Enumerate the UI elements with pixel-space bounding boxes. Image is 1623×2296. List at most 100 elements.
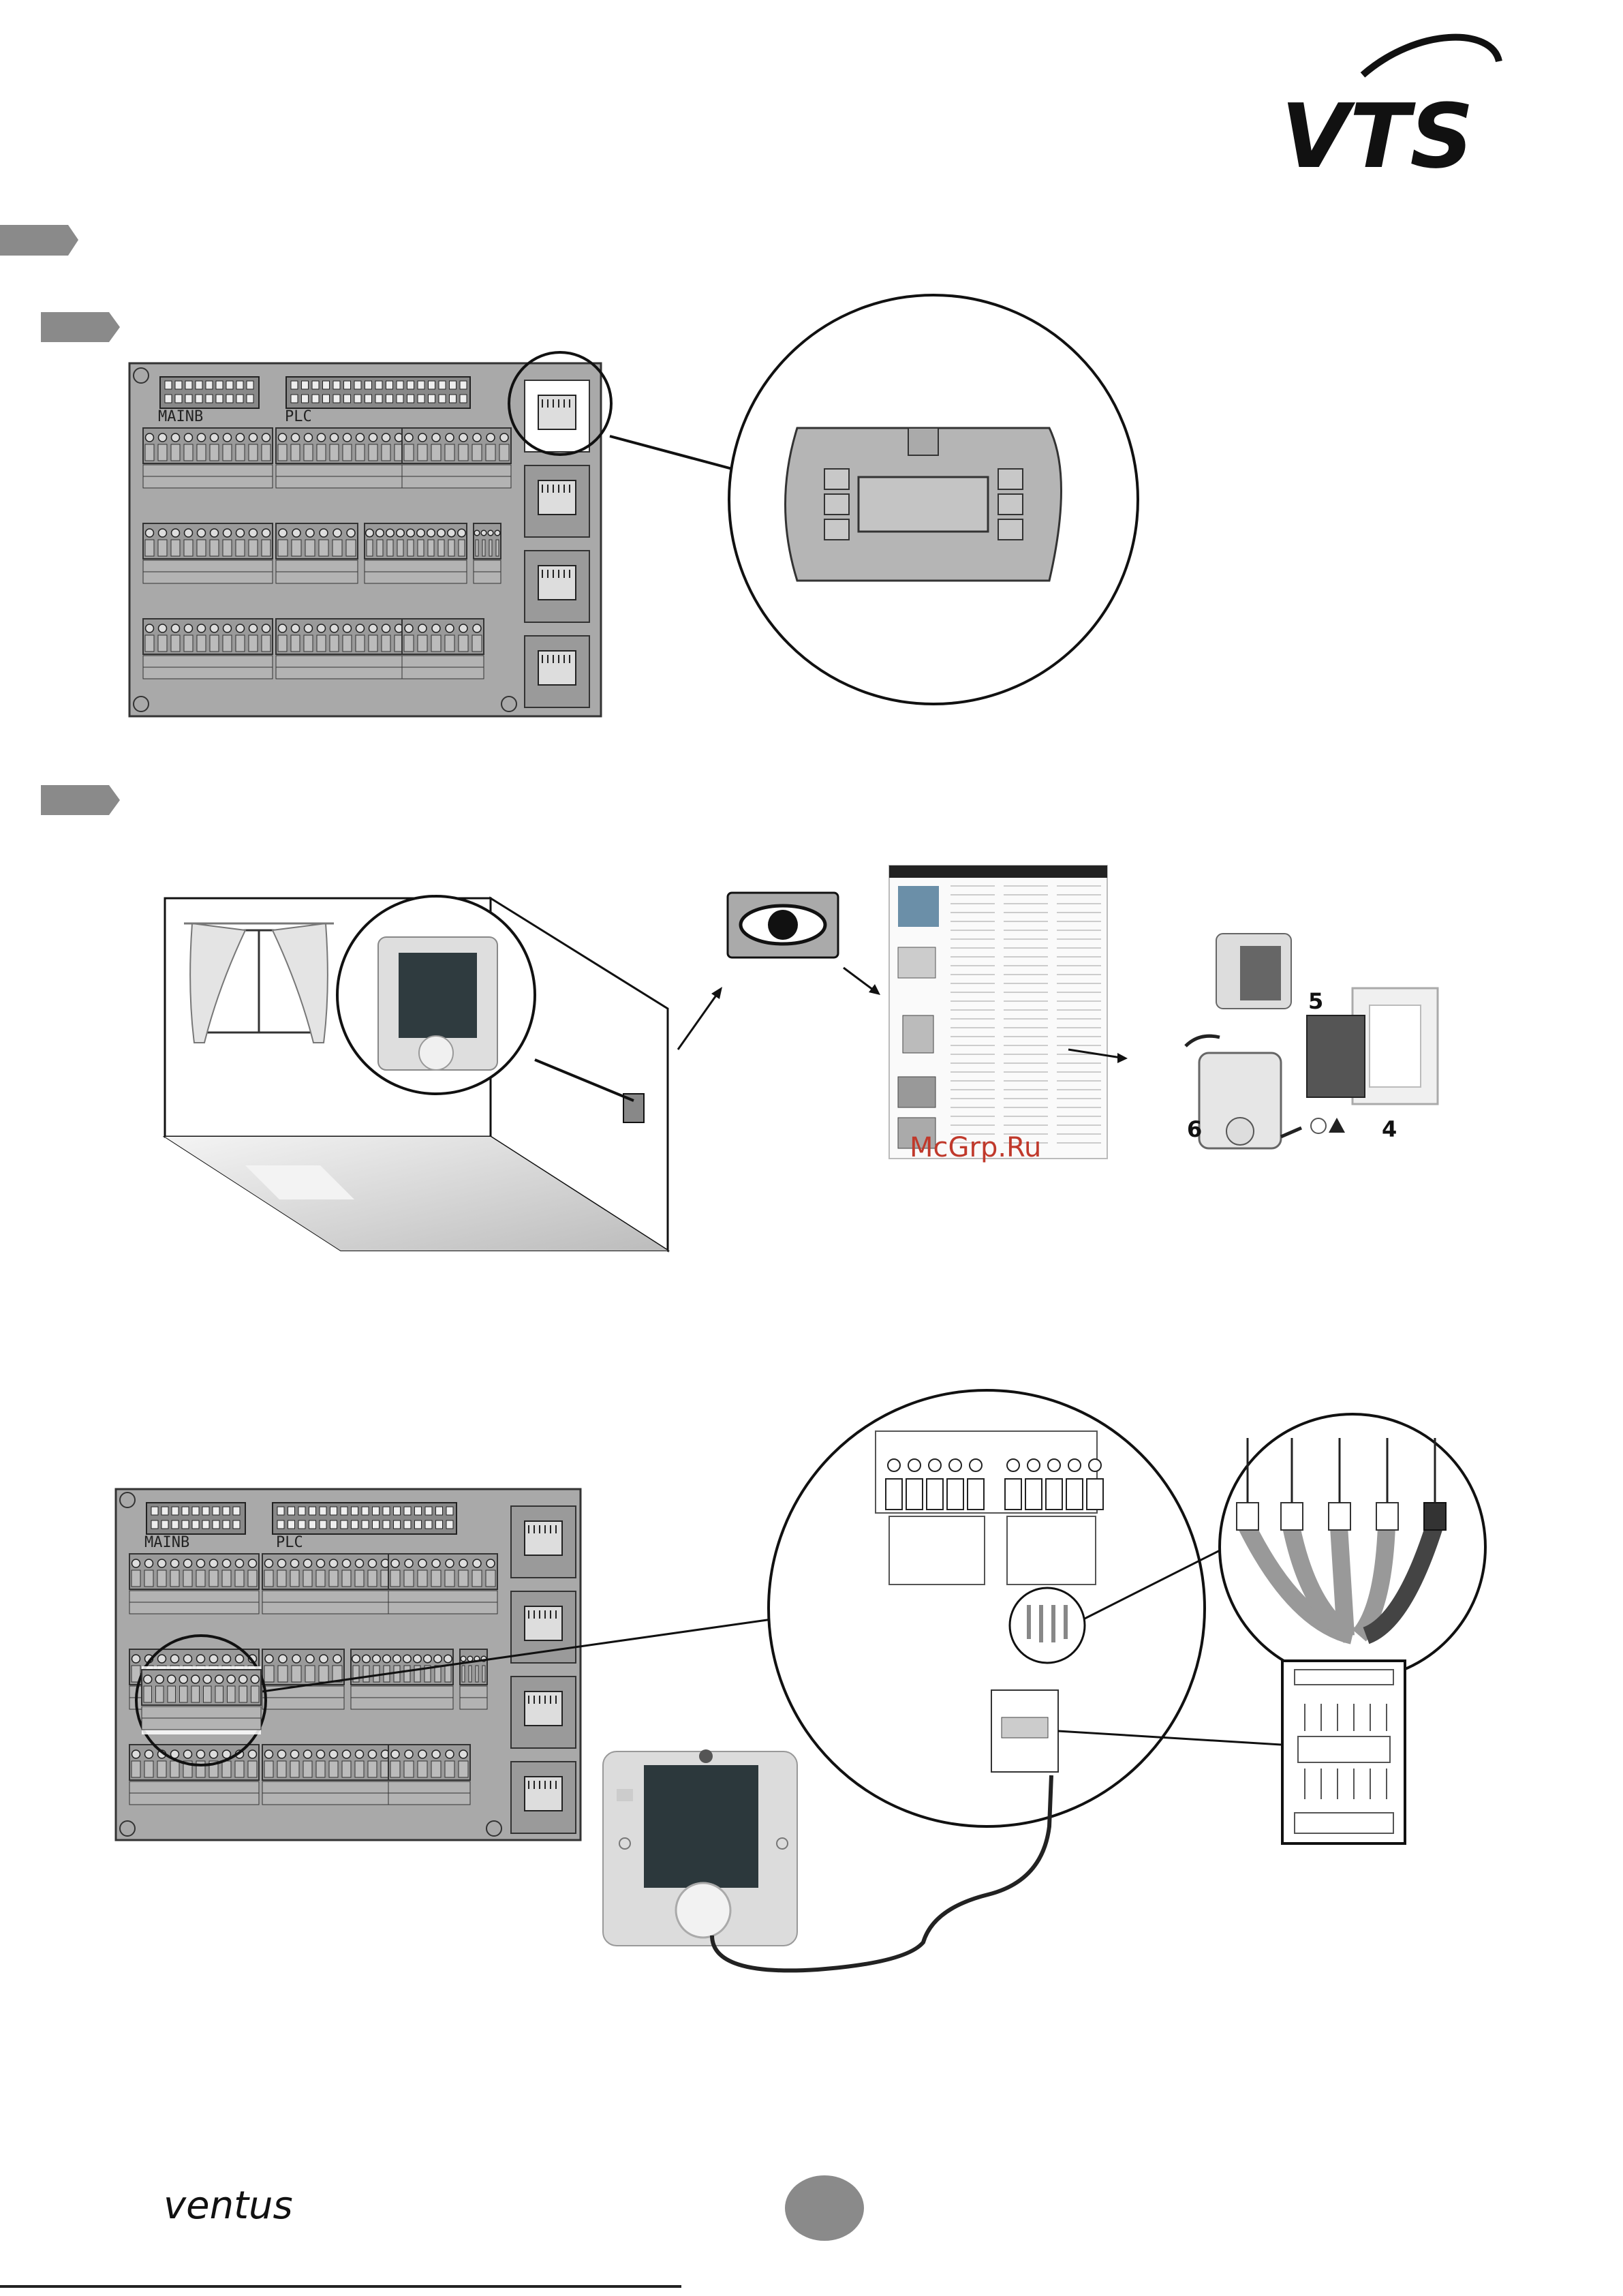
terminal-screw — [486, 1559, 495, 1567]
terminal-screw — [236, 433, 245, 442]
terminal-screw — [236, 624, 245, 632]
pin — [223, 1507, 230, 1515]
terminal-screw — [184, 1559, 192, 1567]
terminal-slot — [223, 540, 232, 556]
terminal-screw — [318, 433, 326, 442]
zoom-slot — [1005, 1479, 1021, 1510]
pin — [182, 1507, 189, 1515]
terminal-screw — [459, 624, 467, 632]
pin — [161, 1507, 168, 1515]
pin — [151, 1520, 158, 1529]
pin — [394, 1507, 401, 1515]
terminal-screw — [306, 529, 314, 537]
terminal-slot — [404, 1666, 410, 1682]
terminal-slot — [418, 635, 427, 652]
terminal-screw — [223, 1655, 231, 1663]
terminal-screw — [356, 624, 365, 632]
terminal-slot — [156, 1686, 164, 1702]
terminal-slot — [305, 540, 315, 556]
terminal-slot — [249, 540, 258, 556]
terminal-screw — [356, 1750, 364, 1758]
terminal-slot — [476, 1666, 478, 1682]
terminal-slot — [387, 540, 393, 556]
terminal-slot — [277, 1570, 286, 1587]
zoom-screw — [1068, 1459, 1081, 1471]
terminal-slot — [482, 1666, 485, 1682]
terminal-slot — [222, 1570, 231, 1587]
terminal-slot — [342, 1570, 351, 1587]
terminal-screw — [215, 1675, 223, 1683]
terminal-slot — [397, 540, 403, 556]
terminal-slot — [210, 540, 219, 556]
terminal-slot — [390, 1761, 400, 1777]
terminal-screw — [418, 433, 427, 442]
pin — [233, 1507, 240, 1515]
terminal-slot — [168, 1686, 176, 1702]
terminal-slot — [197, 444, 206, 461]
terminal-screw — [279, 624, 287, 632]
terminal-screw — [168, 1675, 176, 1683]
pin — [165, 381, 172, 389]
install-illustration: 5 4 6 — [1186, 934, 1438, 1148]
terminal-screw — [185, 529, 193, 537]
terminal-slot — [431, 1761, 441, 1777]
terminal-slot — [431, 444, 441, 461]
zoom-screw — [949, 1459, 961, 1471]
terminal-screw — [459, 1559, 467, 1567]
terminal-slot — [407, 540, 414, 556]
pin — [202, 1507, 209, 1515]
room-illustration — [165, 896, 722, 1251]
terminal-slot — [277, 1761, 286, 1777]
pin — [236, 381, 243, 389]
terminal-screw — [223, 529, 232, 537]
terminal-slot — [158, 444, 167, 461]
section-tab-1 — [41, 312, 120, 342]
terminal-slot — [157, 1570, 166, 1587]
terminal-screw — [352, 1655, 360, 1663]
terminal-screw — [146, 529, 154, 537]
terminal-screw — [481, 530, 486, 536]
terminal-screw — [211, 529, 219, 537]
terminal-slot — [316, 1570, 325, 1587]
terminal-screw — [158, 1655, 166, 1663]
pin — [418, 381, 424, 389]
terminal-screw — [159, 433, 167, 442]
terminal-screw — [291, 1750, 299, 1758]
terminal-screw — [265, 1655, 273, 1663]
terminal-slot — [262, 540, 270, 556]
terminal-slot — [180, 1686, 188, 1702]
terminal-slot — [170, 1570, 179, 1587]
terminal-screw — [262, 433, 270, 442]
terminal-slot — [171, 540, 180, 556]
pin — [407, 381, 414, 389]
pin — [312, 395, 319, 403]
terminal-slot — [292, 540, 301, 556]
terminal-slot — [355, 1761, 364, 1777]
terminal-screw — [203, 1675, 211, 1683]
board-label-mainb: MAINB — [158, 408, 203, 425]
terminal-screw — [185, 433, 193, 442]
pin — [415, 1520, 422, 1529]
terminal-screw — [317, 1559, 325, 1567]
terminal-slot — [329, 1761, 338, 1777]
terminal-screw — [249, 624, 258, 632]
terminal-screw — [488, 530, 493, 536]
pin — [404, 1520, 411, 1529]
zoom-slot — [1025, 1479, 1042, 1510]
terminal-slot — [382, 444, 390, 461]
terminal-slot — [469, 1666, 472, 1682]
pin — [185, 381, 192, 389]
terminal-screw — [249, 433, 258, 442]
terminal-screw — [446, 624, 454, 632]
terminal-slot — [445, 635, 454, 652]
terminal-slot — [404, 635, 414, 652]
terminal-screw — [279, 1655, 287, 1663]
section-tab-main — [0, 225, 78, 256]
terminal-slot — [462, 1666, 465, 1682]
zoom-slot — [927, 1479, 943, 1510]
pin — [397, 395, 403, 403]
pin — [460, 395, 467, 403]
terminal-slot — [459, 444, 468, 461]
terminal-slot — [196, 1570, 205, 1587]
terminal-screw — [292, 1655, 300, 1663]
